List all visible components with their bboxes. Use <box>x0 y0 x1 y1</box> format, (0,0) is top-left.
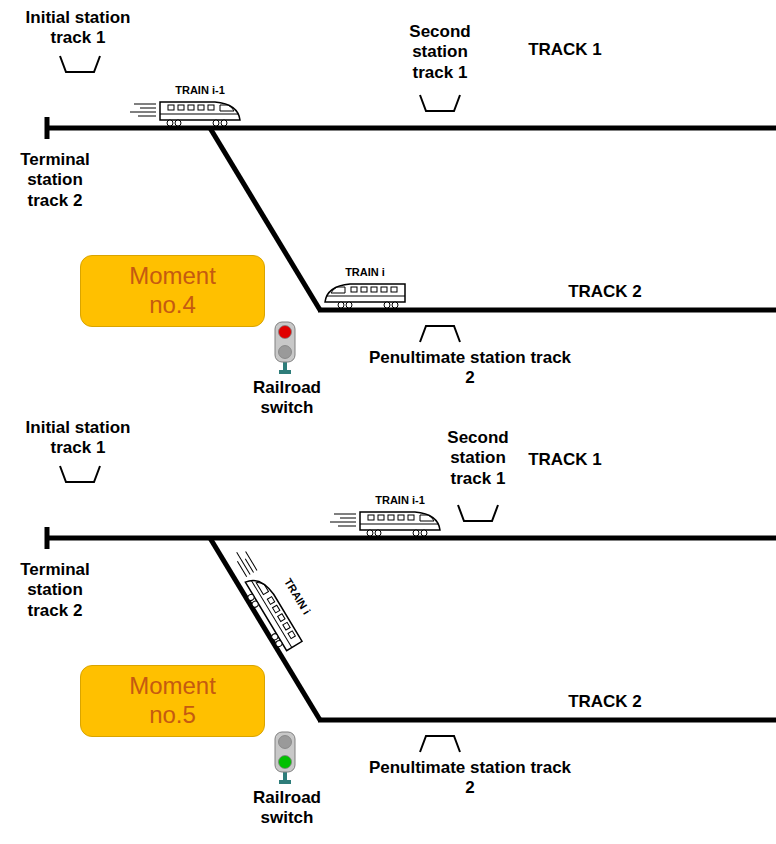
signal-base <box>279 370 291 374</box>
buffer-stop <box>45 117 50 139</box>
speed-lines <box>130 104 156 116</box>
station-label: TRACK 2 <box>555 692 655 712</box>
station-label: Terminal station track 2 <box>5 150 105 211</box>
speed-lines <box>330 514 356 526</box>
platform-symbol <box>420 326 460 342</box>
platform-symbol <box>60 56 100 72</box>
station-label: Railroad switch <box>242 788 332 829</box>
station-label: Second station track 1 <box>400 22 480 83</box>
platform-symbol <box>60 466 100 482</box>
buffer-stop <box>45 527 50 549</box>
platform-symbol <box>420 95 460 111</box>
track-1 <box>47 126 776 131</box>
train-icon <box>330 512 440 536</box>
train-body <box>325 284 405 308</box>
train-body <box>160 102 240 126</box>
signal-head <box>275 322 295 362</box>
station-label: Terminal station track 2 <box>5 560 105 621</box>
speed-lines <box>233 548 257 576</box>
train-icon <box>325 284 405 308</box>
signal-light-off <box>279 736 292 749</box>
train-label: TRAIN i-1 <box>160 84 240 97</box>
signal-head <box>275 732 295 772</box>
track-2 <box>318 718 776 723</box>
train-icon <box>225 547 302 654</box>
station-label: Penultimate station track 2 <box>365 758 575 799</box>
train-label: TRAIN i <box>330 266 400 279</box>
train-body <box>360 512 440 536</box>
platform-symbol <box>420 736 460 752</box>
station-label: TRACK 1 <box>515 40 615 60</box>
signal-light-red <box>279 326 292 339</box>
signal-icon <box>275 732 295 784</box>
station-label: Second station track 1 <box>438 428 518 489</box>
signal-icon <box>275 322 295 374</box>
platform-symbol <box>458 505 498 521</box>
speed-lines <box>233 548 257 576</box>
train-icon <box>130 102 240 126</box>
moment-title: Moment no.5 <box>118 672 228 730</box>
station-label: Initial station track 1 <box>8 8 148 49</box>
moment-box: Moment no.4 <box>80 255 265 327</box>
station-label: TRACK 1 <box>515 450 615 470</box>
track-1 <box>47 536 776 541</box>
signal-base <box>279 780 291 784</box>
moment-title: Moment no.4 <box>118 262 228 320</box>
station-label: Railroad switch <box>242 378 332 419</box>
signal-light-off <box>279 346 292 359</box>
station-label: Penultimate station track 2 <box>365 348 575 389</box>
moment-box: Moment no.5 <box>80 665 265 737</box>
signal-light-green <box>279 756 292 769</box>
train-label: TRAIN i-1 <box>360 494 440 507</box>
station-label: Initial station track 1 <box>8 418 148 459</box>
station-label: TRACK 2 <box>555 282 655 302</box>
